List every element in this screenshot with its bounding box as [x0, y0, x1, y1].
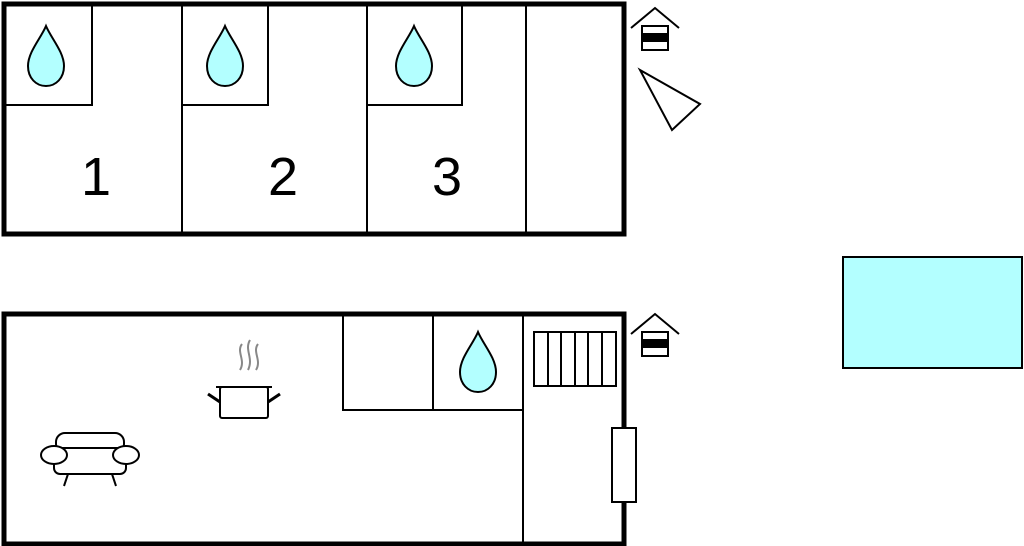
house-entrance-icon: [630, 7, 680, 51]
door-icon: [611, 427, 637, 503]
north-arrow-icon: [637, 67, 702, 132]
radiator-icon: [533, 331, 617, 387]
room-number-1: 1: [81, 147, 111, 207]
water-drop-icon: [27, 25, 65, 87]
ground-floor: [1, 311, 637, 546]
ground-floor-outline: [1, 311, 627, 546]
sofa-icon: [40, 432, 140, 487]
room-number-3: 3: [432, 147, 462, 207]
room-number-2: 2: [268, 147, 298, 207]
bathroom-wall: [6, 6, 93, 106]
water-drop-icon: [395, 25, 433, 87]
water-drop-icon: [206, 25, 244, 87]
bathroom-wall: [368, 6, 463, 106]
cooking-pot-icon: [207, 339, 281, 419]
pool: [842, 256, 1023, 369]
wall: [342, 315, 523, 411]
upper-floor-outline: [1, 1, 627, 237]
house-entrance-icon: [630, 313, 680, 357]
water-drop-icon: [459, 331, 497, 393]
bathroom-wall: [183, 6, 269, 106]
upper-floor: 1 2 3: [1, 1, 627, 237]
